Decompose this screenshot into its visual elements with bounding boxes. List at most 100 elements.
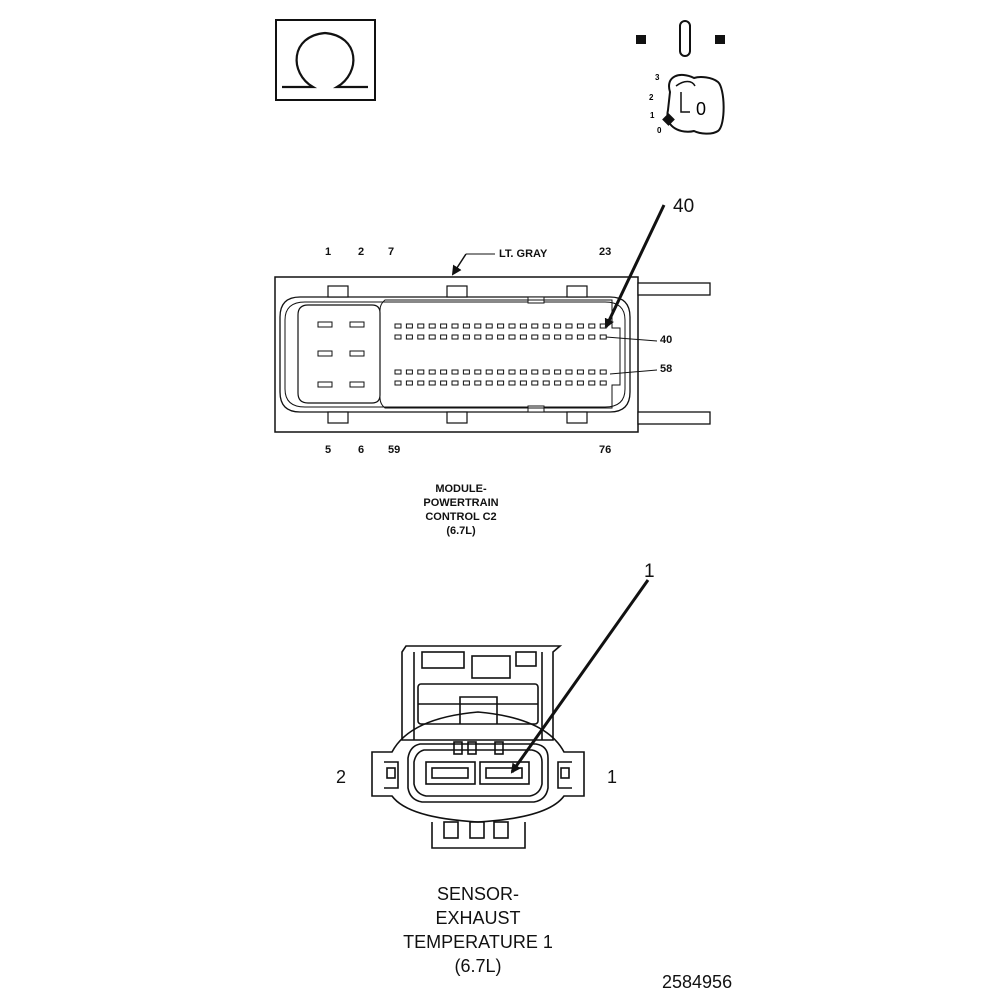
small-terminal-cavity — [394, 369, 402, 375]
small-terminal-cavity — [394, 380, 402, 386]
small-terminal-cavity — [588, 323, 596, 329]
small-terminal-cavity — [474, 369, 482, 375]
small-terminal-cavity — [451, 380, 459, 386]
sensor-connector-drawing — [371, 579, 650, 849]
sensor-caption-line-3: TEMPERATURE 1 — [403, 932, 553, 952]
small-terminal-cavity — [554, 380, 562, 386]
small-terminal-cavity — [485, 369, 493, 375]
small-terminal-cavity — [497, 380, 505, 386]
pcm-top-pin-1: 1 — [325, 246, 332, 258]
large-terminal-cavity — [317, 381, 333, 388]
sensor-caption-line-2: EXHAUST — [435, 908, 521, 928]
small-terminal-cavity — [542, 380, 550, 386]
small-terminal-group — [394, 323, 607, 386]
small-terminal-cavity — [576, 380, 584, 386]
pcm-caption-line-4: (6.7L) — [446, 525, 476, 537]
small-terminal-cavity — [428, 380, 436, 386]
small-terminal-cavity — [588, 380, 596, 386]
small-terminal-cavity — [462, 334, 470, 340]
small-terminal-cavity — [428, 334, 436, 340]
small-terminal-cavity — [565, 323, 573, 329]
small-terminal-cavity — [542, 369, 550, 375]
small-terminal-cavity — [497, 323, 505, 329]
ignition-position-1: 1 — [650, 111, 655, 120]
pcm-bottom-pin-59: 59 — [388, 444, 401, 456]
small-terminal-cavity — [588, 369, 596, 375]
small-terminal-cavity — [519, 323, 527, 329]
small-terminal-cavity — [531, 369, 539, 375]
pcm-color-label: LT. GRAY — [499, 248, 548, 260]
small-terminal-cavity — [462, 369, 470, 375]
pcm-bottom-pin-76: 76 — [599, 444, 612, 456]
large-terminal-cavity — [317, 321, 333, 328]
small-terminal-cavity — [497, 334, 505, 340]
small-terminal-cavity — [451, 323, 459, 329]
small-terminal-cavity — [440, 380, 448, 386]
small-terminal-cavity — [428, 323, 436, 329]
small-terminal-cavity — [542, 323, 550, 329]
pcm-top-pin-7: 7 — [388, 246, 395, 258]
figure-id: 2584956 — [662, 972, 733, 992]
pcm-side-pin-58: 58 — [660, 363, 673, 375]
pcm-caption: MODULE- POWERTRAIN CONTROL C2 (6.7L) — [406, 482, 516, 538]
large-terminal-group — [317, 321, 365, 388]
pcm-caption-line-3: CONTROL C2 — [425, 511, 497, 523]
small-terminal-cavity — [462, 380, 470, 386]
small-terminal-cavity — [508, 369, 516, 375]
sensor-caption-line-4: (6.7L) — [454, 956, 502, 976]
small-terminal-cavity — [554, 334, 562, 340]
small-terminal-cavity — [554, 323, 562, 329]
large-terminal-cavity — [349, 350, 365, 357]
small-terminal-cavity — [474, 380, 482, 386]
ignition-position-2: 2 — [649, 93, 654, 102]
small-terminal-cavity — [440, 369, 448, 375]
small-terminal-cavity — [474, 334, 482, 340]
small-terminal-cavity — [485, 380, 493, 386]
ohmmeter-icon — [275, 19, 376, 101]
large-terminal-cavity — [349, 381, 365, 388]
small-terminal-cavity — [565, 380, 573, 386]
pcm-caption-line-1: MODULE- — [435, 483, 487, 495]
pcm-bottom-pin-6: 6 — [358, 444, 365, 456]
small-terminal-cavity — [576, 323, 584, 329]
small-terminal-cavity — [508, 380, 516, 386]
small-terminal-cavity — [451, 369, 459, 375]
sensor-caption-line-1: SENSOR- — [436, 884, 519, 904]
small-terminal-cavity — [508, 323, 516, 329]
pcm-callout-number: 40 — [673, 196, 695, 217]
small-terminal-cavity — [417, 323, 425, 329]
small-terminal-cavity — [554, 369, 562, 375]
pcm-top-pin-2: 2 — [358, 246, 365, 258]
sensor-callout-number: 1 — [644, 561, 655, 582]
small-terminal-cavity — [394, 323, 402, 329]
pcm-side-pin-40: 40 — [660, 334, 673, 346]
small-terminal-cavity — [485, 323, 493, 329]
ignition-key-label: 0 — [696, 99, 706, 119]
sensor-caption: SENSOR- EXHAUST TEMPERATURE 1 (6.7L) — [368, 882, 588, 978]
small-terminal-cavity — [565, 334, 573, 340]
ignition-position-3: 3 — [655, 73, 660, 82]
small-terminal-cavity — [576, 334, 584, 340]
small-terminal-cavity — [485, 334, 493, 340]
small-terminal-cavity — [440, 323, 448, 329]
large-terminal-cavity — [349, 321, 365, 328]
small-terminal-cavity — [542, 334, 550, 340]
small-terminal-cavity — [519, 369, 527, 375]
pcm-bottom-pin-5: 5 — [325, 444, 332, 456]
ignition-position-0: 0 — [657, 126, 662, 135]
small-terminal-cavity — [405, 369, 413, 375]
small-terminal-cavity — [417, 334, 425, 340]
sensor-pin-2-label: 2 — [336, 767, 347, 787]
small-terminal-cavity — [531, 323, 539, 329]
small-terminal-cavity — [405, 380, 413, 386]
small-terminal-cavity — [565, 369, 573, 375]
pcm-top-pin-23: 23 — [599, 246, 612, 258]
small-terminal-cavity — [417, 369, 425, 375]
small-terminal-cavity — [599, 369, 607, 375]
small-terminal-cavity — [428, 369, 436, 375]
large-terminal-cavity — [317, 350, 333, 357]
pcm-caption-line-2: POWERTRAIN — [423, 497, 499, 509]
small-terminal-cavity — [576, 369, 584, 375]
